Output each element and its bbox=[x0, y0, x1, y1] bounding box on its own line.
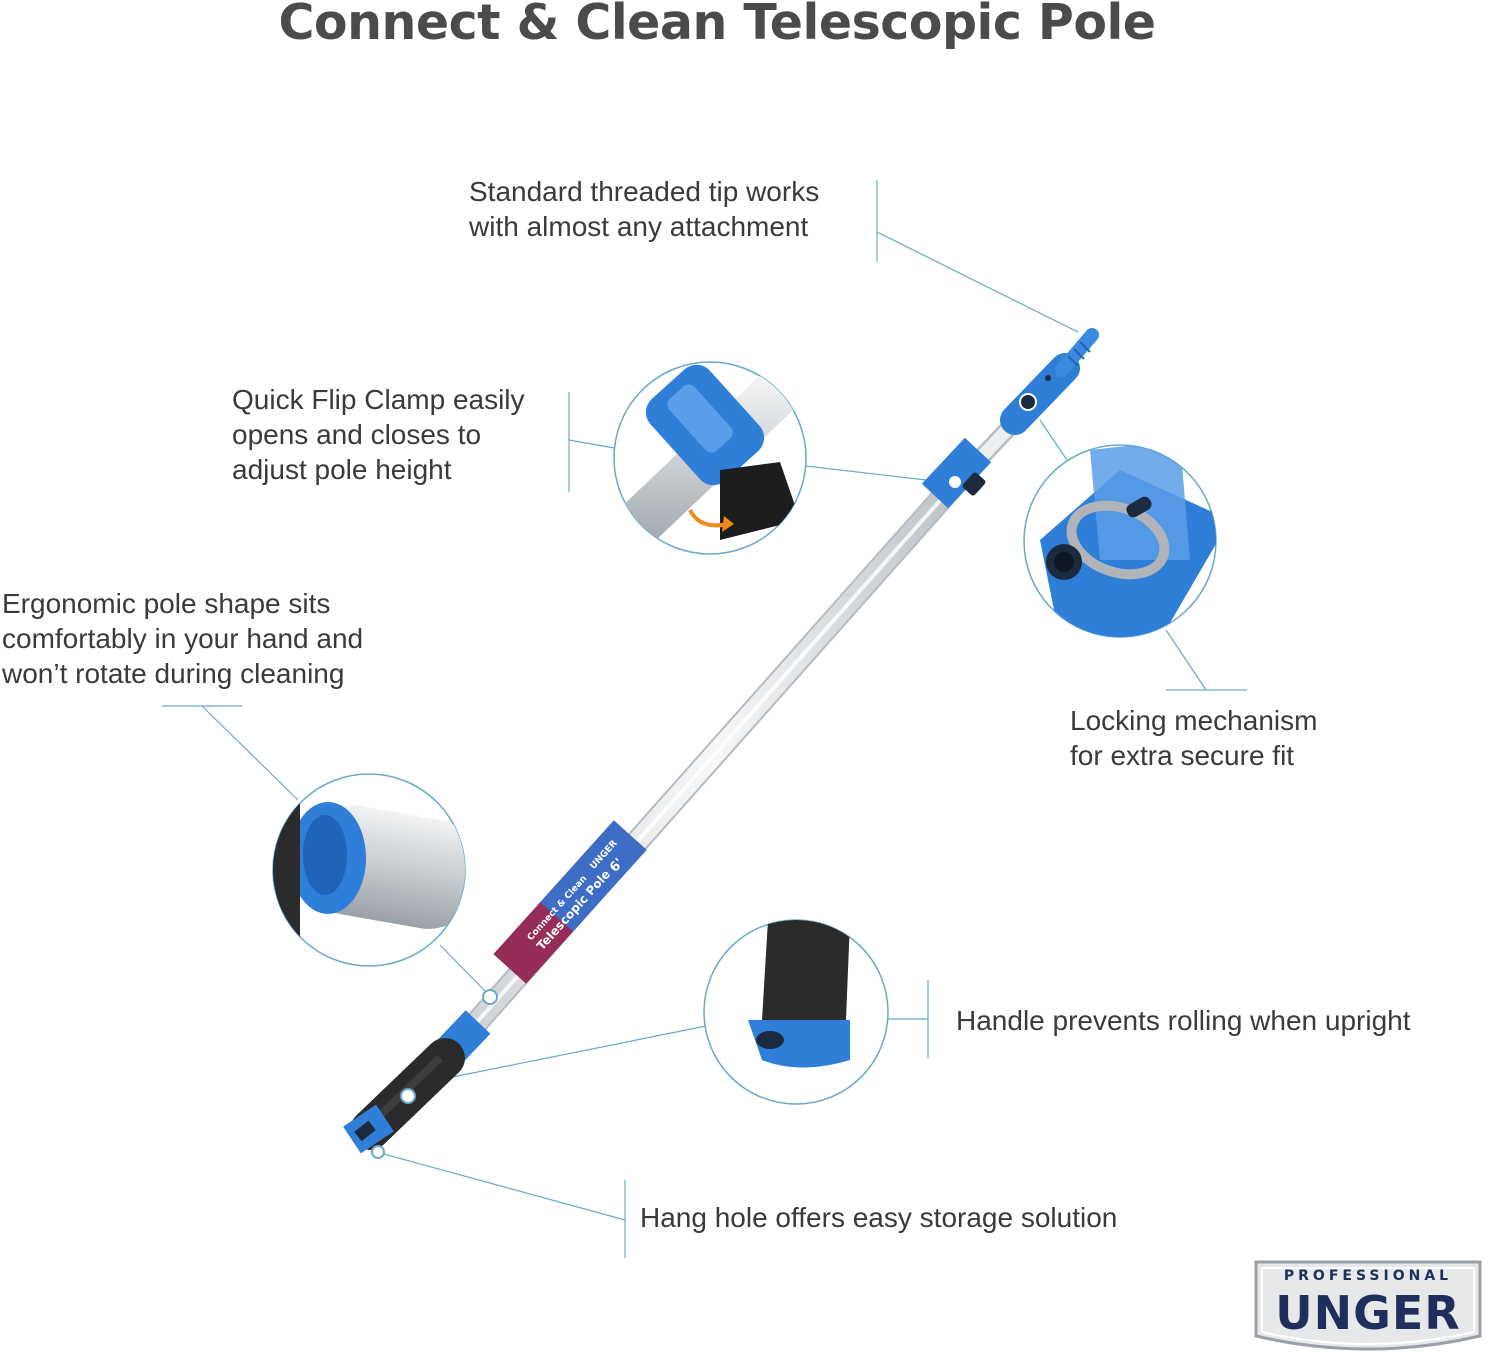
lock-leader-a bbox=[1039, 419, 1068, 461]
arrow-icon bbox=[722, 516, 734, 532]
clamp-detail-circle bbox=[613, 361, 807, 555]
callout-line: Handle prevents rolling when upright bbox=[956, 1005, 1411, 1036]
callout-line: opens and closes to bbox=[232, 419, 482, 450]
callout-line: Hang hole offers easy storage solution bbox=[640, 1202, 1118, 1233]
callout-quick-flip-clamp: Quick Flip Clamp easily opens and closes… bbox=[232, 382, 525, 487]
callout-locking-mechanism: Locking mechanism for extra secure fit bbox=[1070, 703, 1317, 773]
callout-line: with almost any attachment bbox=[469, 211, 809, 242]
logo-badge-shape bbox=[1254, 1260, 1482, 1351]
hang-hole-icon bbox=[371, 1145, 385, 1159]
tip-leader bbox=[876, 231, 1079, 333]
clamp-leader-b bbox=[805, 465, 927, 481]
telescopic-pole: Connect & Clean Telescopic Pole UNGER 6' bbox=[343, 328, 1099, 1159]
handle-leader-b bbox=[407, 1025, 707, 1087]
leader-lines bbox=[162, 180, 1247, 1258]
callout-line: adjust pole height bbox=[232, 454, 452, 485]
ergo-leader-a bbox=[201, 705, 299, 801]
callout-threaded-tip: Standard threaded tip works with almost … bbox=[469, 174, 819, 244]
callout-handle: Handle prevents rolling when upright bbox=[956, 1003, 1411, 1038]
clamp-leader-a bbox=[568, 439, 615, 449]
lock-leader-b bbox=[1165, 629, 1207, 691]
callout-line: Locking mechanism bbox=[1070, 705, 1318, 736]
hang-leader bbox=[379, 1152, 626, 1221]
callout-ergonomic-shape: Ergonomic pole shape sits comfortably in… bbox=[2, 586, 363, 691]
page-title: Connect & Clean Telescopic Pole bbox=[278, 0, 1156, 51]
callout-hang-hole: Hang hole offers easy storage solution bbox=[640, 1200, 1117, 1235]
callout-line: Quick Flip Clamp easily bbox=[232, 384, 525, 415]
handle-detail-circle bbox=[703, 919, 889, 1105]
callout-line: Ergonomic pole shape sits bbox=[2, 588, 331, 619]
callout-line: comfortably in your hand and bbox=[2, 623, 364, 654]
logo-unger: UNGER bbox=[1275, 1286, 1461, 1340]
callout-line: won’t rotate during cleaning bbox=[2, 658, 345, 689]
unger-logo: PROFESSIONAL UNGER bbox=[1252, 1258, 1492, 1362]
ergo-leader-b bbox=[439, 944, 488, 994]
locking-detail-circle bbox=[1023, 444, 1217, 638]
ergonomic-detail-circle bbox=[272, 773, 466, 967]
callout-line: Standard threaded tip works bbox=[469, 176, 820, 207]
callout-line: for extra secure fit bbox=[1070, 740, 1295, 771]
logo-professional: PROFESSIONAL bbox=[1283, 1268, 1453, 1284]
